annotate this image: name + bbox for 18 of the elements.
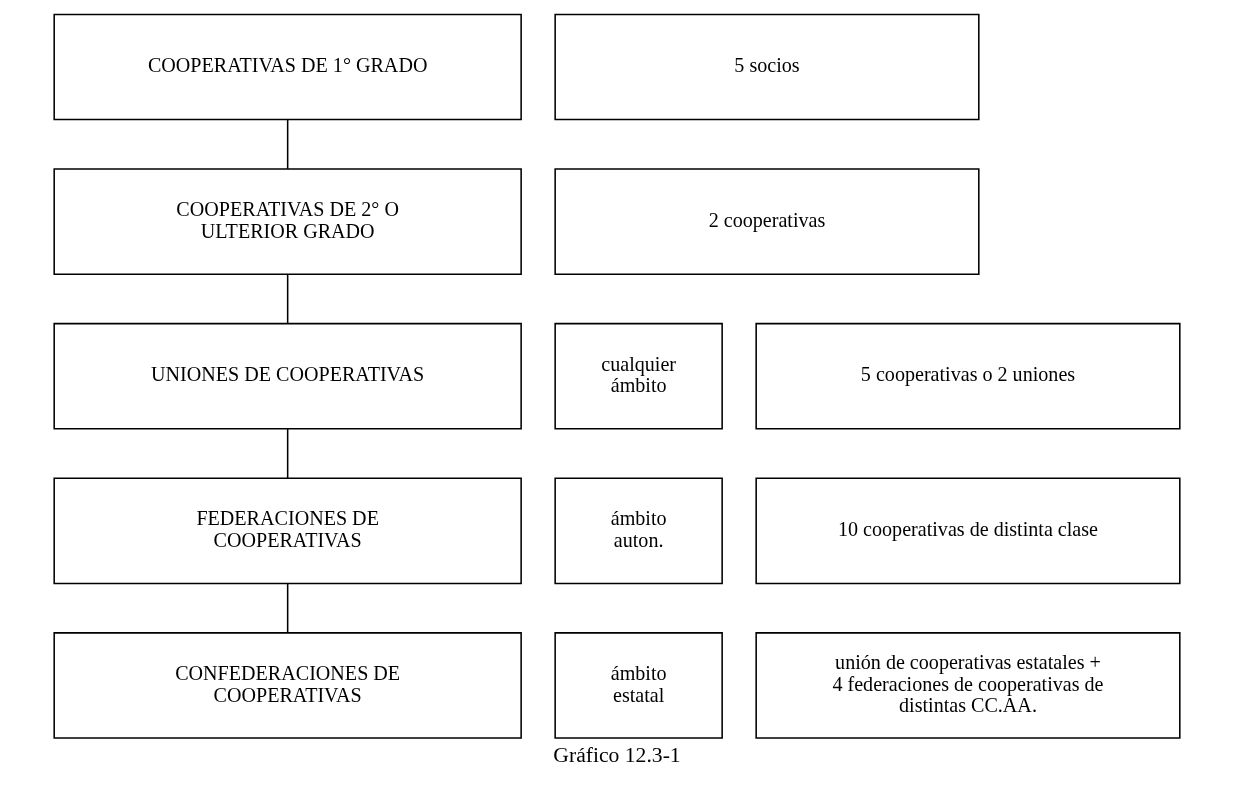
node-box: unión de cooperativas estatales + 4 federaciones de cooperativas de distintas CC.AA. [755, 632, 1181, 739]
node-box: 2 cooperativas [554, 168, 980, 275]
node-box: ámbito auton. [554, 477, 723, 585]
connector [286, 582, 289, 634]
caption: Gráfico 12.3-1 [553, 742, 681, 767]
node-box: COOPERATIVAS DE 1° GRADO [53, 13, 522, 121]
node-box: UNIONES DE COOPERATIVAS [53, 322, 522, 430]
node-box: cualquier ámbito [554, 322, 723, 430]
node-box: 5 socios [554, 13, 980, 121]
node-box: ámbito estatal [554, 632, 723, 739]
connector [286, 273, 289, 325]
node-box: 10 cooperativas de distinta clase [755, 477, 1181, 585]
node-box: FEDERACIONES DE COOPERATIVAS [53, 477, 522, 585]
connector [286, 119, 289, 170]
node-box: COOPERATIVAS DE 2° O ULTERIOR GRADO [53, 168, 522, 275]
node-box: 5 cooperativas o 2 uniones [755, 322, 1181, 430]
node-box: CONFEDERACIONES DE COOPERATIVAS [53, 632, 522, 739]
connector [286, 428, 289, 479]
